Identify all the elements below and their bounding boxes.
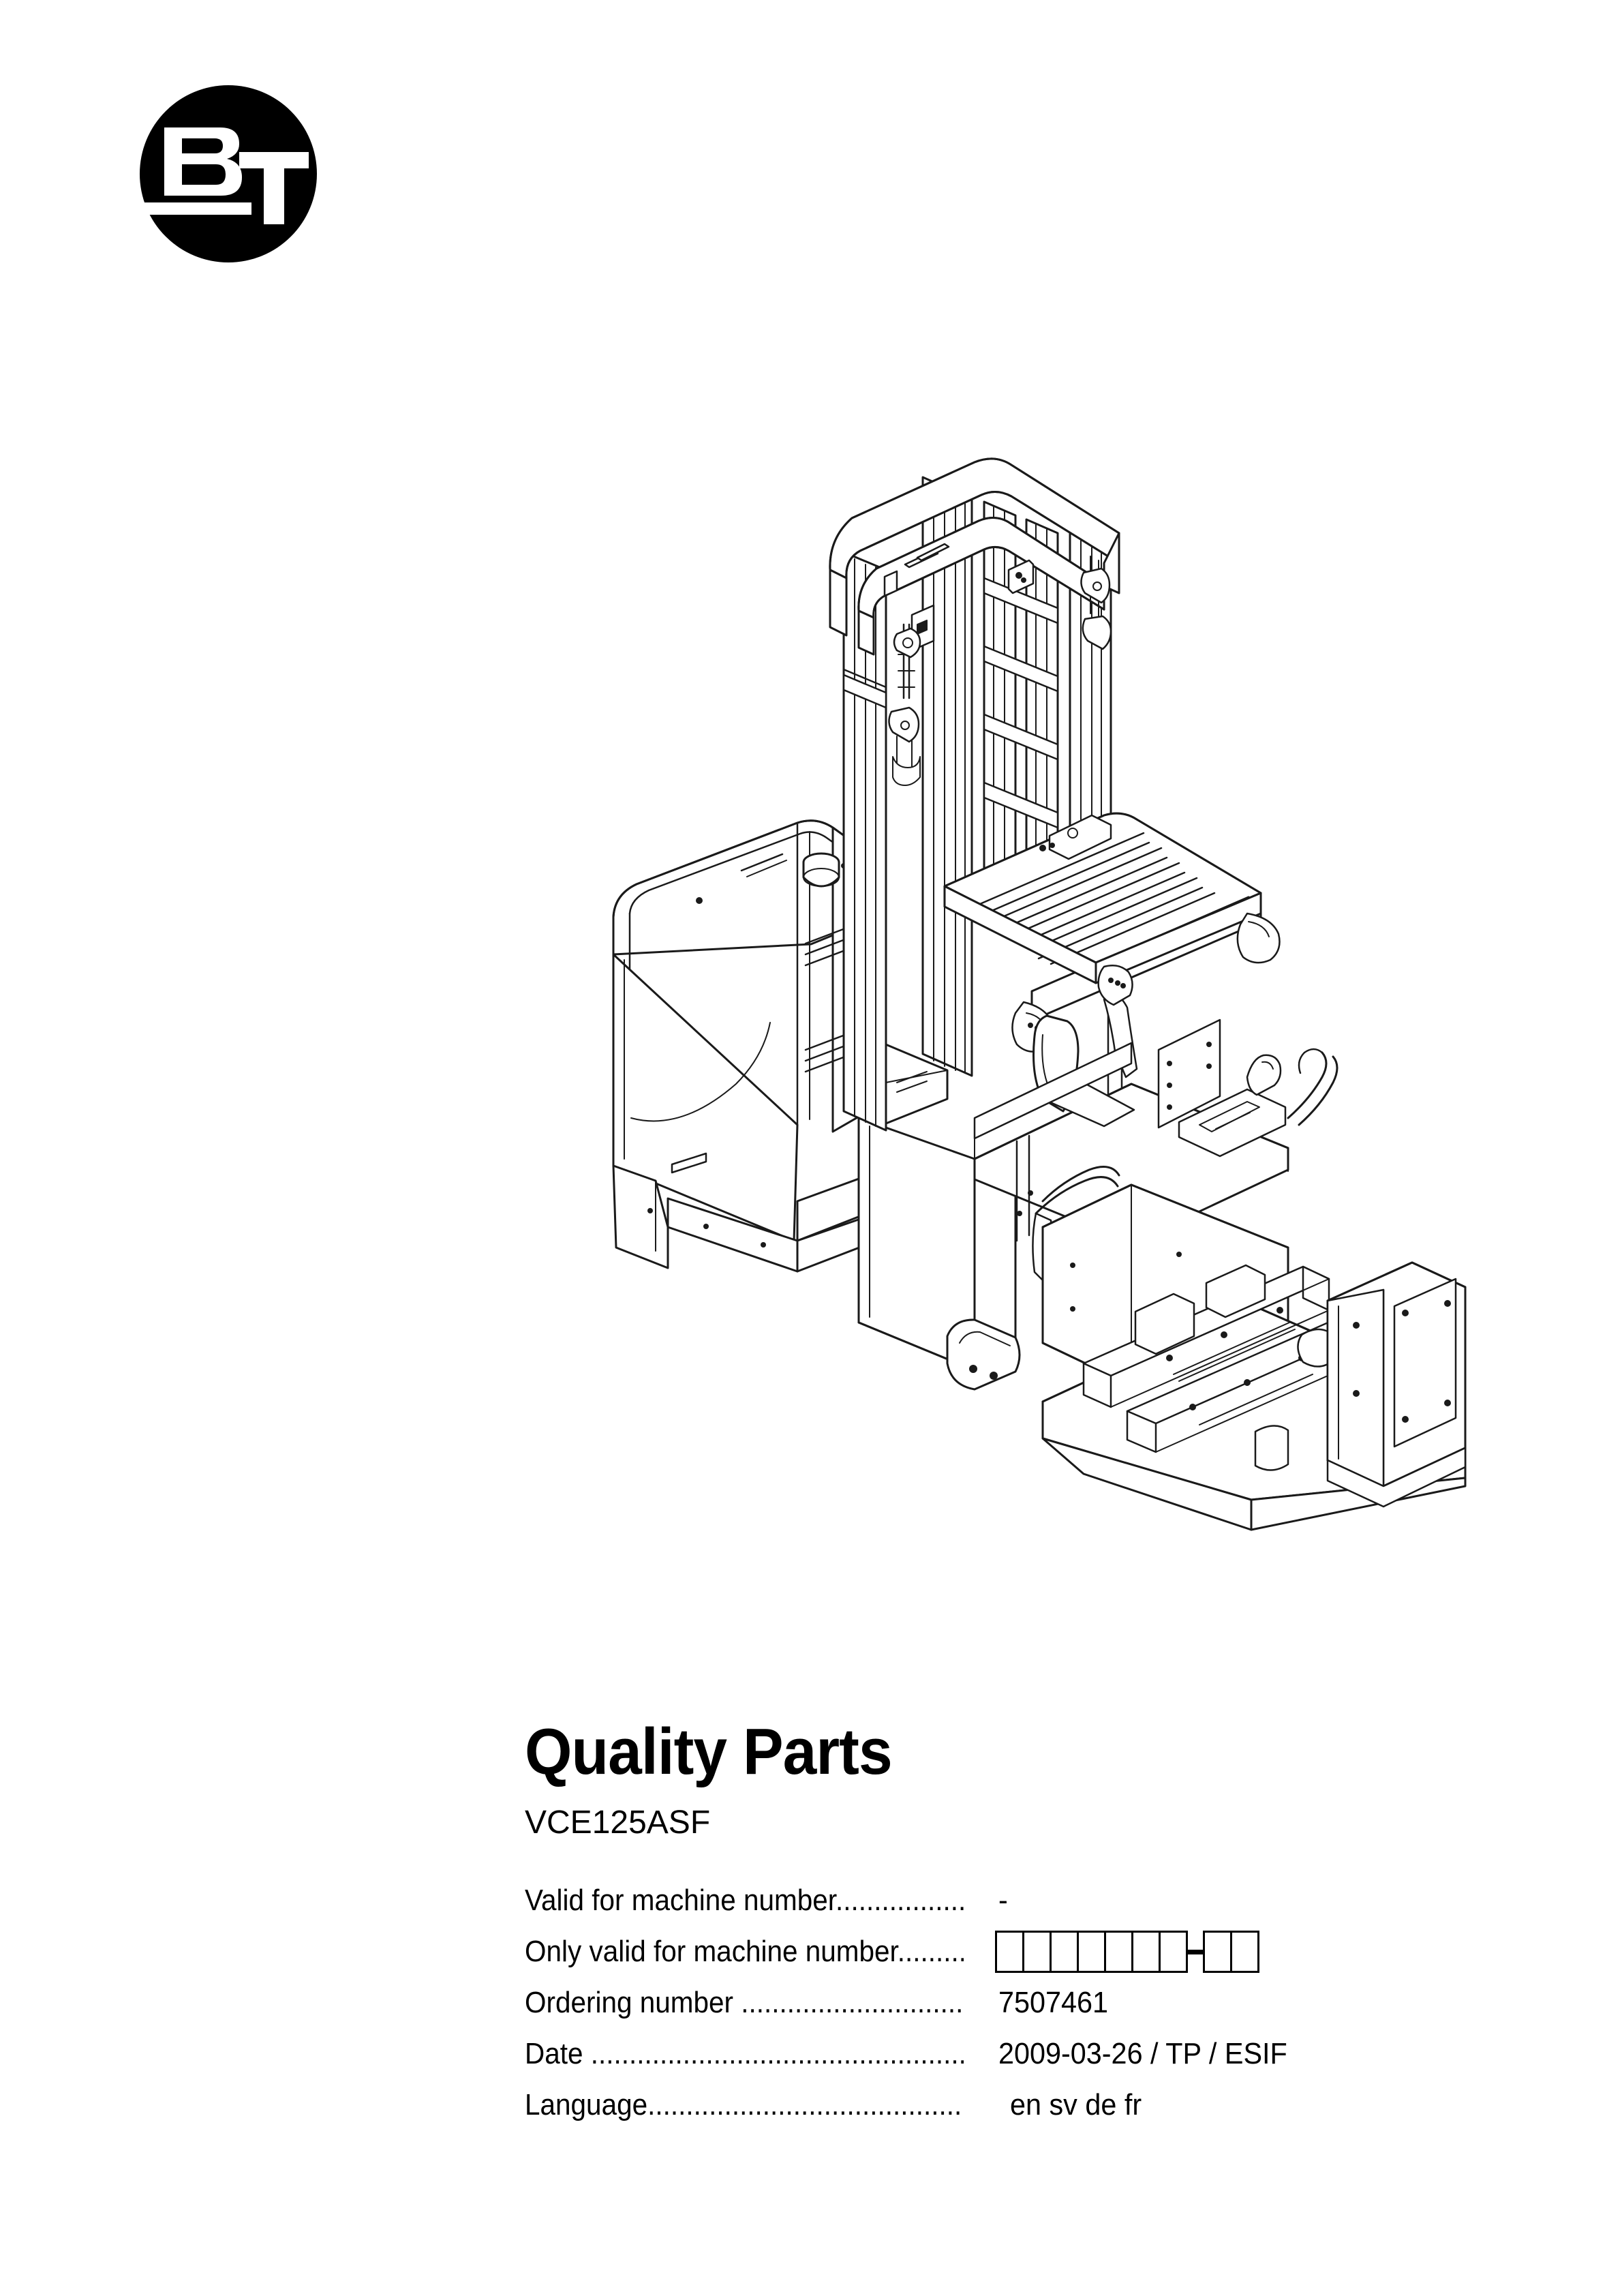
bt-logo [136,72,317,276]
spec-value-date: 2009-03-26 / TP / ESIF [998,2037,1287,2070]
page-title: Quality Parts [525,1715,893,1788]
machine-number-box[interactable] [995,1931,1024,1973]
machine-number-box[interactable] [1203,1931,1232,1973]
machine-number-group-suffix [1203,1931,1259,1973]
spec-row-valid-for-machine-number: Valid for machine number................… [525,1875,1479,1926]
spec-value-valid-for-machine-number: - [998,1884,1008,1917]
spec-value-language: en sv de fr [1010,2088,1142,2121]
spec-label-valid-for-machine-number: Valid for machine number................… [525,1884,964,1917]
machine-number-box[interactable] [1159,1931,1188,1973]
model-designation: VCE125ASF [525,1804,711,1841]
machine-number-box[interactable] [1131,1931,1161,1973]
spec-row-only-valid-for-machine-number: Only valid for machine number...........… [525,1926,1479,1977]
machine-number-group-prefix [995,1931,1188,1973]
bt-logo-underbar [136,202,251,215]
spec-label-only-valid-for-machine-number: Only valid for machine number...........… [525,1935,964,1968]
spec-label-date: Date ...................................… [525,2037,964,2070]
load-backrest-panel [1326,1261,1467,1508]
forklift-truck-line-drawing [566,436,1479,1554]
spec-row-ordering-number: Ordering number ........................… [525,1977,1479,2028]
machine-number-box[interactable] [1022,1931,1052,1973]
spec-list: Valid for machine number................… [525,1875,1479,2130]
spec-row-language: Language................................… [525,2079,1479,2130]
chain-and-hose-runs [888,556,1112,786]
bt-logo-letter-b [164,127,242,196]
machine-number-box[interactable] [1230,1931,1259,1973]
machine-number-box[interactable] [1050,1931,1079,1973]
overhead-guard [829,457,1120,656]
machine-number-box[interactable] [1104,1931,1133,1973]
spec-label-language: Language................................… [525,2088,964,2121]
bt-logo-letter-t [239,152,309,224]
spec-row-date: Date ...................................… [525,2028,1479,2079]
spec-value-ordering-number: 7507461 [998,1986,1109,2019]
machine-number-separator-dash [1188,1949,1203,1954]
spec-label-ordering-number: Ordering number ........................… [525,1986,964,2019]
machine-number-entry-boxes[interactable] [995,1931,1259,1973]
operator-cabin [973,965,1338,1286]
machine-number-box[interactable] [1077,1931,1106,1973]
title-block: Quality Parts VCE125ASF Valid for machin… [525,1718,1479,2130]
